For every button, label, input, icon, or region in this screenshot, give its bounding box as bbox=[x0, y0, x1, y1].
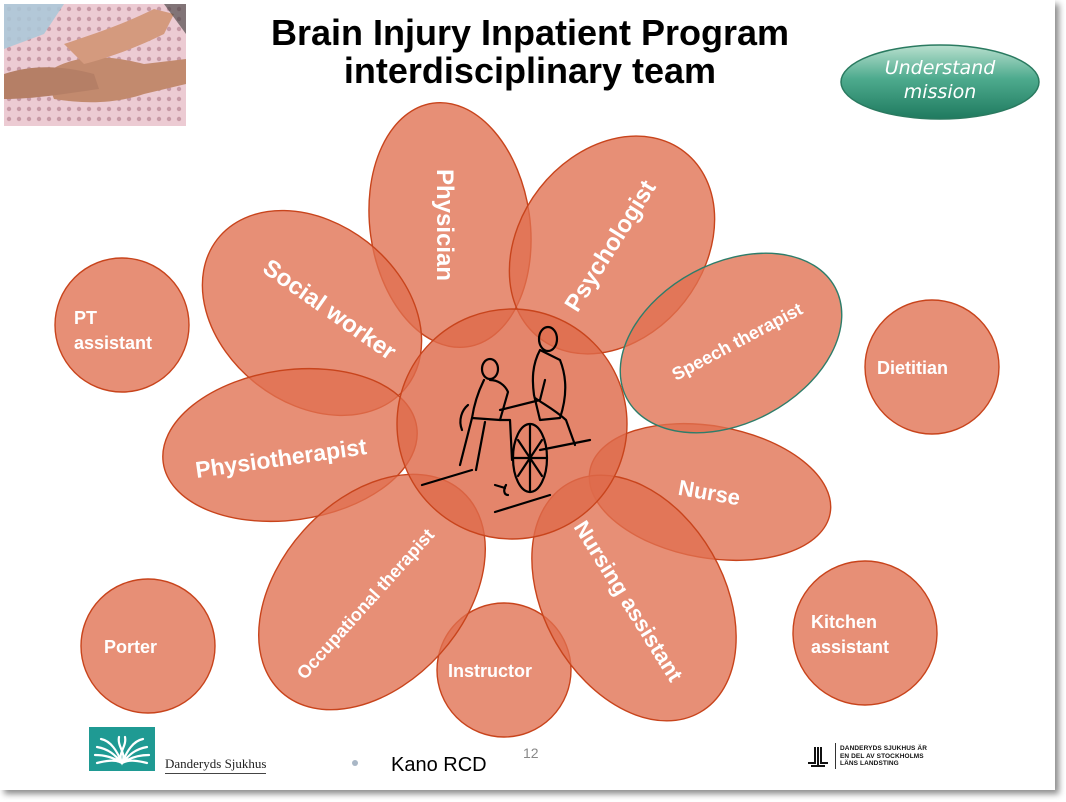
bullet-dot bbox=[352, 760, 358, 766]
support-circle-porter bbox=[80, 578, 216, 714]
support-circle-pt-assistant bbox=[54, 257, 190, 393]
hospital-name: Danderyds Sjukhus bbox=[165, 756, 267, 774]
support-circle-dietitian bbox=[864, 299, 1000, 435]
wheelchair-caregiver-icon bbox=[420, 325, 592, 514]
sll-line-2: EN DEL AV STOCKHOLMS bbox=[840, 752, 924, 760]
team-diagram: Physician Psychologist Social worker Spe… bbox=[54, 101, 1000, 738]
sll-logo-icon bbox=[808, 747, 828, 767]
label-instructor: Instructor bbox=[448, 661, 532, 681]
author-label: Kano RCD bbox=[391, 754, 487, 776]
petal-speech-therapist bbox=[619, 252, 843, 434]
sll-text: DANDERYDS SJUKHUS ÄR EN DEL AV STOCKHOLM… bbox=[840, 745, 927, 768]
slide: Brain Injury Inpatient Program interdisc… bbox=[4, 4, 1042, 776]
sll-line-3: LÄNS LANDSTING bbox=[840, 760, 899, 767]
support-circle-instructor bbox=[436, 602, 572, 738]
label-pt-assistant-line1: PT bbox=[74, 308, 97, 328]
sll-line-1: DANDERYDS SJUKHUS ÄR bbox=[840, 745, 927, 752]
danderyd-logo bbox=[89, 727, 155, 771]
label-kitchen-assistant-line1: Kitchen bbox=[811, 612, 877, 632]
title-line-2: interdisciplinary team bbox=[343, 50, 717, 91]
label-physician: Physician bbox=[431, 169, 458, 281]
label-porter: Porter bbox=[104, 637, 157, 657]
holding-hands-photo bbox=[4, 4, 186, 126]
label-pt-assistant-line2: assistant bbox=[74, 333, 152, 353]
page-number: 12 bbox=[523, 745, 539, 761]
label-kitchen-assistant-line2: assistant bbox=[811, 637, 889, 657]
hands-logo-icon bbox=[93, 735, 151, 766]
mission-line-2: mission bbox=[904, 81, 977, 103]
understand-mission-badge[interactable]: Understand mission bbox=[838, 41, 1042, 121]
sll-separator bbox=[835, 743, 836, 769]
support-circle-kitchen-assistant bbox=[792, 560, 938, 706]
label-dietitian: Dietitian bbox=[877, 358, 948, 378]
mission-line-1: Understand bbox=[885, 57, 997, 79]
center-circle bbox=[396, 308, 628, 540]
title-line-1: Brain Injury Inpatient Program bbox=[270, 12, 790, 53]
slide-title: Brain Injury Inpatient Program interdisc… bbox=[200, 14, 860, 90]
